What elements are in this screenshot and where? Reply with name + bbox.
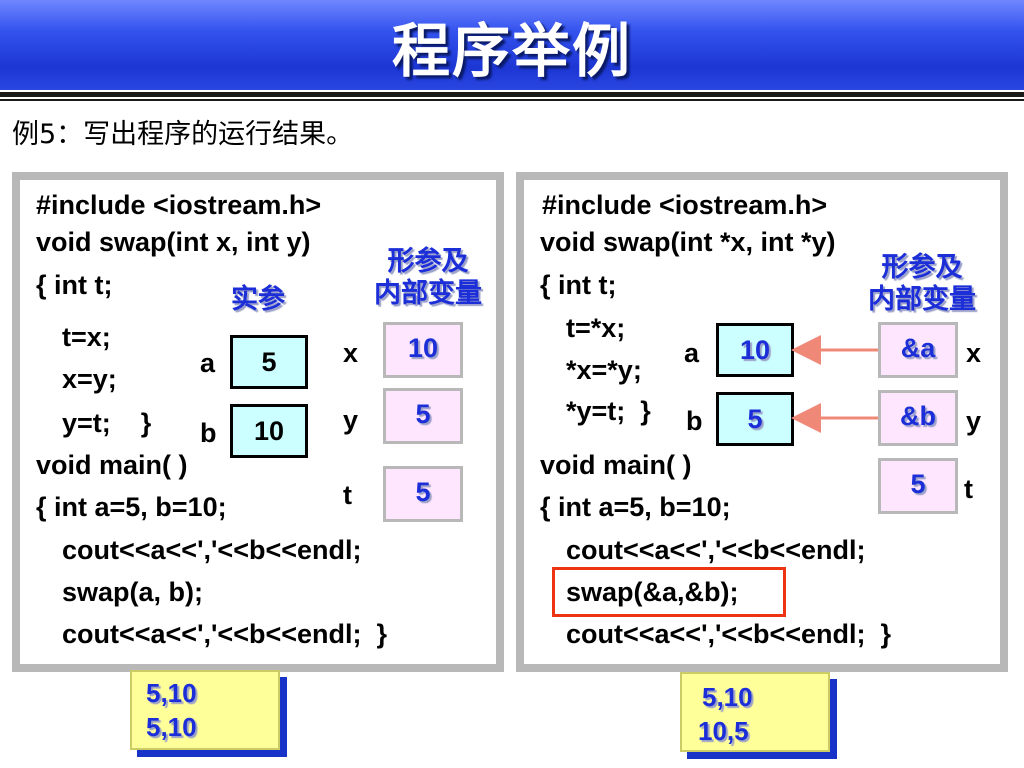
code-line-highlighted: swap(&a,&b); bbox=[566, 577, 739, 607]
var-box-a: 10 bbox=[716, 323, 794, 377]
code-line: void main( ) bbox=[540, 450, 692, 480]
code-line: { int t; bbox=[36, 270, 113, 300]
var-label-b: b bbox=[686, 406, 703, 436]
var-box-t: 5 bbox=[383, 466, 463, 522]
title-bar bbox=[0, 0, 1024, 90]
title-divider bbox=[0, 92, 1024, 97]
var-box-t: 5 bbox=[878, 458, 958, 514]
var-label-x: x bbox=[966, 338, 982, 368]
output-line-1: 5,10 bbox=[702, 682, 753, 712]
var-label-b: b bbox=[200, 418, 217, 448]
code-line: #include <iostream.h> bbox=[542, 190, 828, 220]
code-line: { int a=5, b=10; bbox=[36, 492, 227, 522]
var-label-t: t bbox=[964, 474, 973, 504]
code-line: t=*x; bbox=[566, 313, 626, 343]
code-line: *y=t; } bbox=[566, 396, 651, 426]
output-box-right: 5,10 10,5 bbox=[680, 672, 830, 752]
output-line-2: 10,5 bbox=[698, 716, 749, 746]
var-box-a: 5 bbox=[230, 335, 308, 389]
code-line: void swap(int x, int y) bbox=[36, 227, 311, 257]
var-label-x: x bbox=[343, 338, 359, 368]
code-line: swap(a, b); bbox=[62, 577, 204, 607]
var-label-a: a bbox=[684, 338, 700, 368]
output-line-2: 5,10 bbox=[146, 712, 197, 742]
code-line: cout<<a<<','<<b<<endl; } bbox=[62, 619, 387, 649]
var-label-a: a bbox=[200, 348, 216, 378]
actual-params-label: 实参 bbox=[231, 284, 285, 315]
code-line: #include <iostream.h> bbox=[36, 190, 322, 220]
var-label-y: y bbox=[966, 406, 982, 436]
code-line: cout<<a<<','<<b<<endl; bbox=[566, 535, 866, 565]
title-divider-thin bbox=[0, 99, 1024, 101]
var-box-y: 5 bbox=[383, 388, 463, 444]
var-label-y: y bbox=[343, 405, 359, 435]
swap-call-highlight bbox=[552, 567, 786, 617]
output-line-1: 5,10 bbox=[146, 678, 197, 708]
code-line: { int a=5, b=10; bbox=[540, 492, 731, 522]
code-line: cout<<a<<','<<b<<endl; } bbox=[566, 619, 891, 649]
code-line: y=t; } bbox=[62, 408, 152, 438]
var-box-y: &b bbox=[878, 390, 958, 446]
var-box-b: 5 bbox=[716, 392, 794, 446]
code-line: { int t; bbox=[540, 270, 617, 300]
output-box-left: 5,10 5,10 bbox=[130, 670, 280, 750]
var-box-x: 10 bbox=[383, 322, 463, 378]
problem-statement: 例5：写出程序的运行结果。 bbox=[12, 119, 354, 150]
code-line: void swap(int *x, int *y) bbox=[540, 227, 836, 257]
var-box-b: 10 bbox=[230, 404, 308, 458]
code-line: *x=*y; bbox=[566, 355, 642, 385]
var-label-t: t bbox=[343, 480, 352, 510]
page-title: 程序举例 bbox=[391, 17, 632, 85]
formal-params-label: 形参及 内部变量 bbox=[374, 246, 482, 309]
code-line: cout<<a<<','<<b<<endl; bbox=[62, 535, 362, 565]
code-line: void main( ) bbox=[36, 450, 188, 480]
formal-params-label: 形参及 内部变量 bbox=[868, 252, 976, 315]
code-line: t=x; bbox=[62, 322, 111, 352]
code-line: x=y; bbox=[62, 364, 117, 394]
var-box-x: &a bbox=[878, 322, 958, 378]
